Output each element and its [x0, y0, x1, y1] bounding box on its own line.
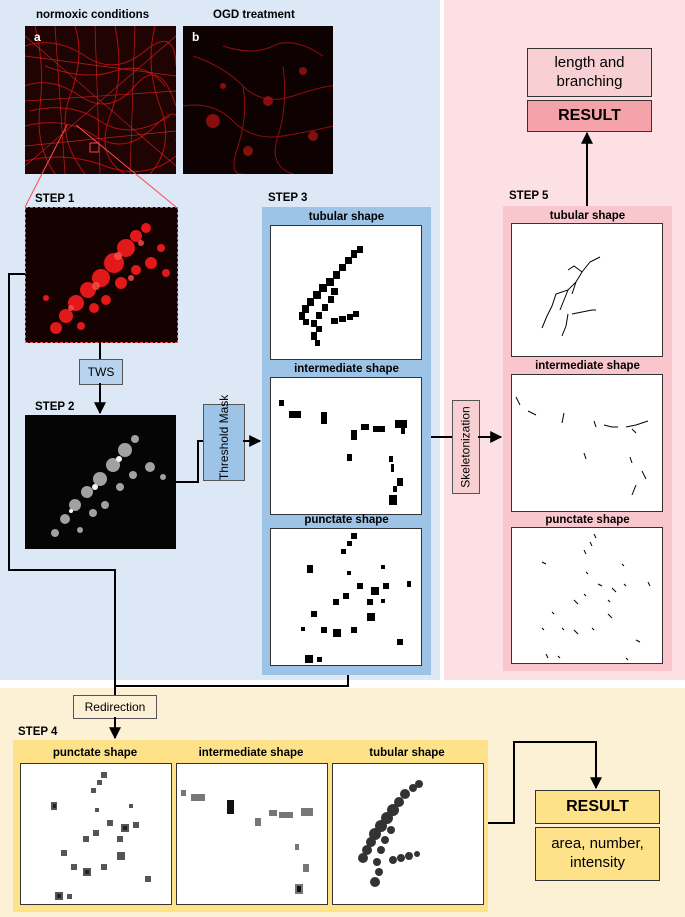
image-a-letter: a	[34, 30, 41, 44]
step3-punctate-box	[270, 528, 422, 666]
step4-label: STEP 4	[18, 726, 58, 738]
step5-tubular-box	[511, 223, 663, 357]
image-b-letter: b	[192, 30, 200, 44]
step5-intermediate-title: intermediate shape	[535, 360, 640, 372]
pink-result-box: RESULT	[527, 100, 652, 132]
yellow-result-box: RESULT	[535, 790, 660, 824]
step4-punctate-box	[20, 763, 172, 905]
step4-tubular-title: tubular shape	[369, 747, 445, 759]
length-branching-box: length and branching	[527, 48, 652, 97]
normoxic-image	[25, 26, 176, 174]
step3-intermediate-box	[270, 377, 422, 515]
threshold-mask-tag: Threshold Mask	[203, 394, 245, 481]
step5-punctate-box	[511, 527, 663, 664]
skeletonization-tag: Skeletonization	[452, 400, 480, 494]
step4-intermediate-box	[176, 763, 328, 905]
step1-zoom-image	[25, 207, 178, 343]
image-a-caption: normoxic conditions	[36, 9, 150, 21]
skeletonization-text: Skeletonization	[459, 406, 474, 488]
step3-tubular-title: tubular shape	[308, 211, 385, 223]
step3-label: STEP 3	[268, 192, 308, 204]
step4-punctate-title: punctate shape	[52, 747, 138, 759]
image-b-caption: OGD treatment	[213, 9, 295, 21]
step3-punctate-title: punctate shape	[304, 514, 389, 526]
area-number-intensity-box: area, number, intensity	[535, 827, 660, 881]
step4-intermediate-title: intermediate shape	[198, 747, 304, 759]
step5-tubular-title: tubular shape	[549, 210, 626, 222]
ogd-image	[183, 26, 333, 174]
step5-label: STEP 5	[509, 190, 549, 202]
step2-gray-image	[25, 415, 176, 549]
step3-tubular-box	[270, 225, 422, 360]
threshold-mask-text: Threshold Mask	[216, 394, 231, 480]
step5-intermediate-box	[511, 374, 663, 512]
step3-intermediate-title: intermediate shape	[294, 363, 399, 375]
step2-label: STEP 2	[35, 401, 75, 413]
step1-label: STEP 1	[35, 193, 75, 205]
redirection-tag: Redirection	[73, 695, 157, 719]
step5-punctate-title: punctate shape	[545, 514, 630, 526]
step4-tubular-box	[332, 763, 484, 905]
tws-tag: TWS	[79, 359, 123, 385]
